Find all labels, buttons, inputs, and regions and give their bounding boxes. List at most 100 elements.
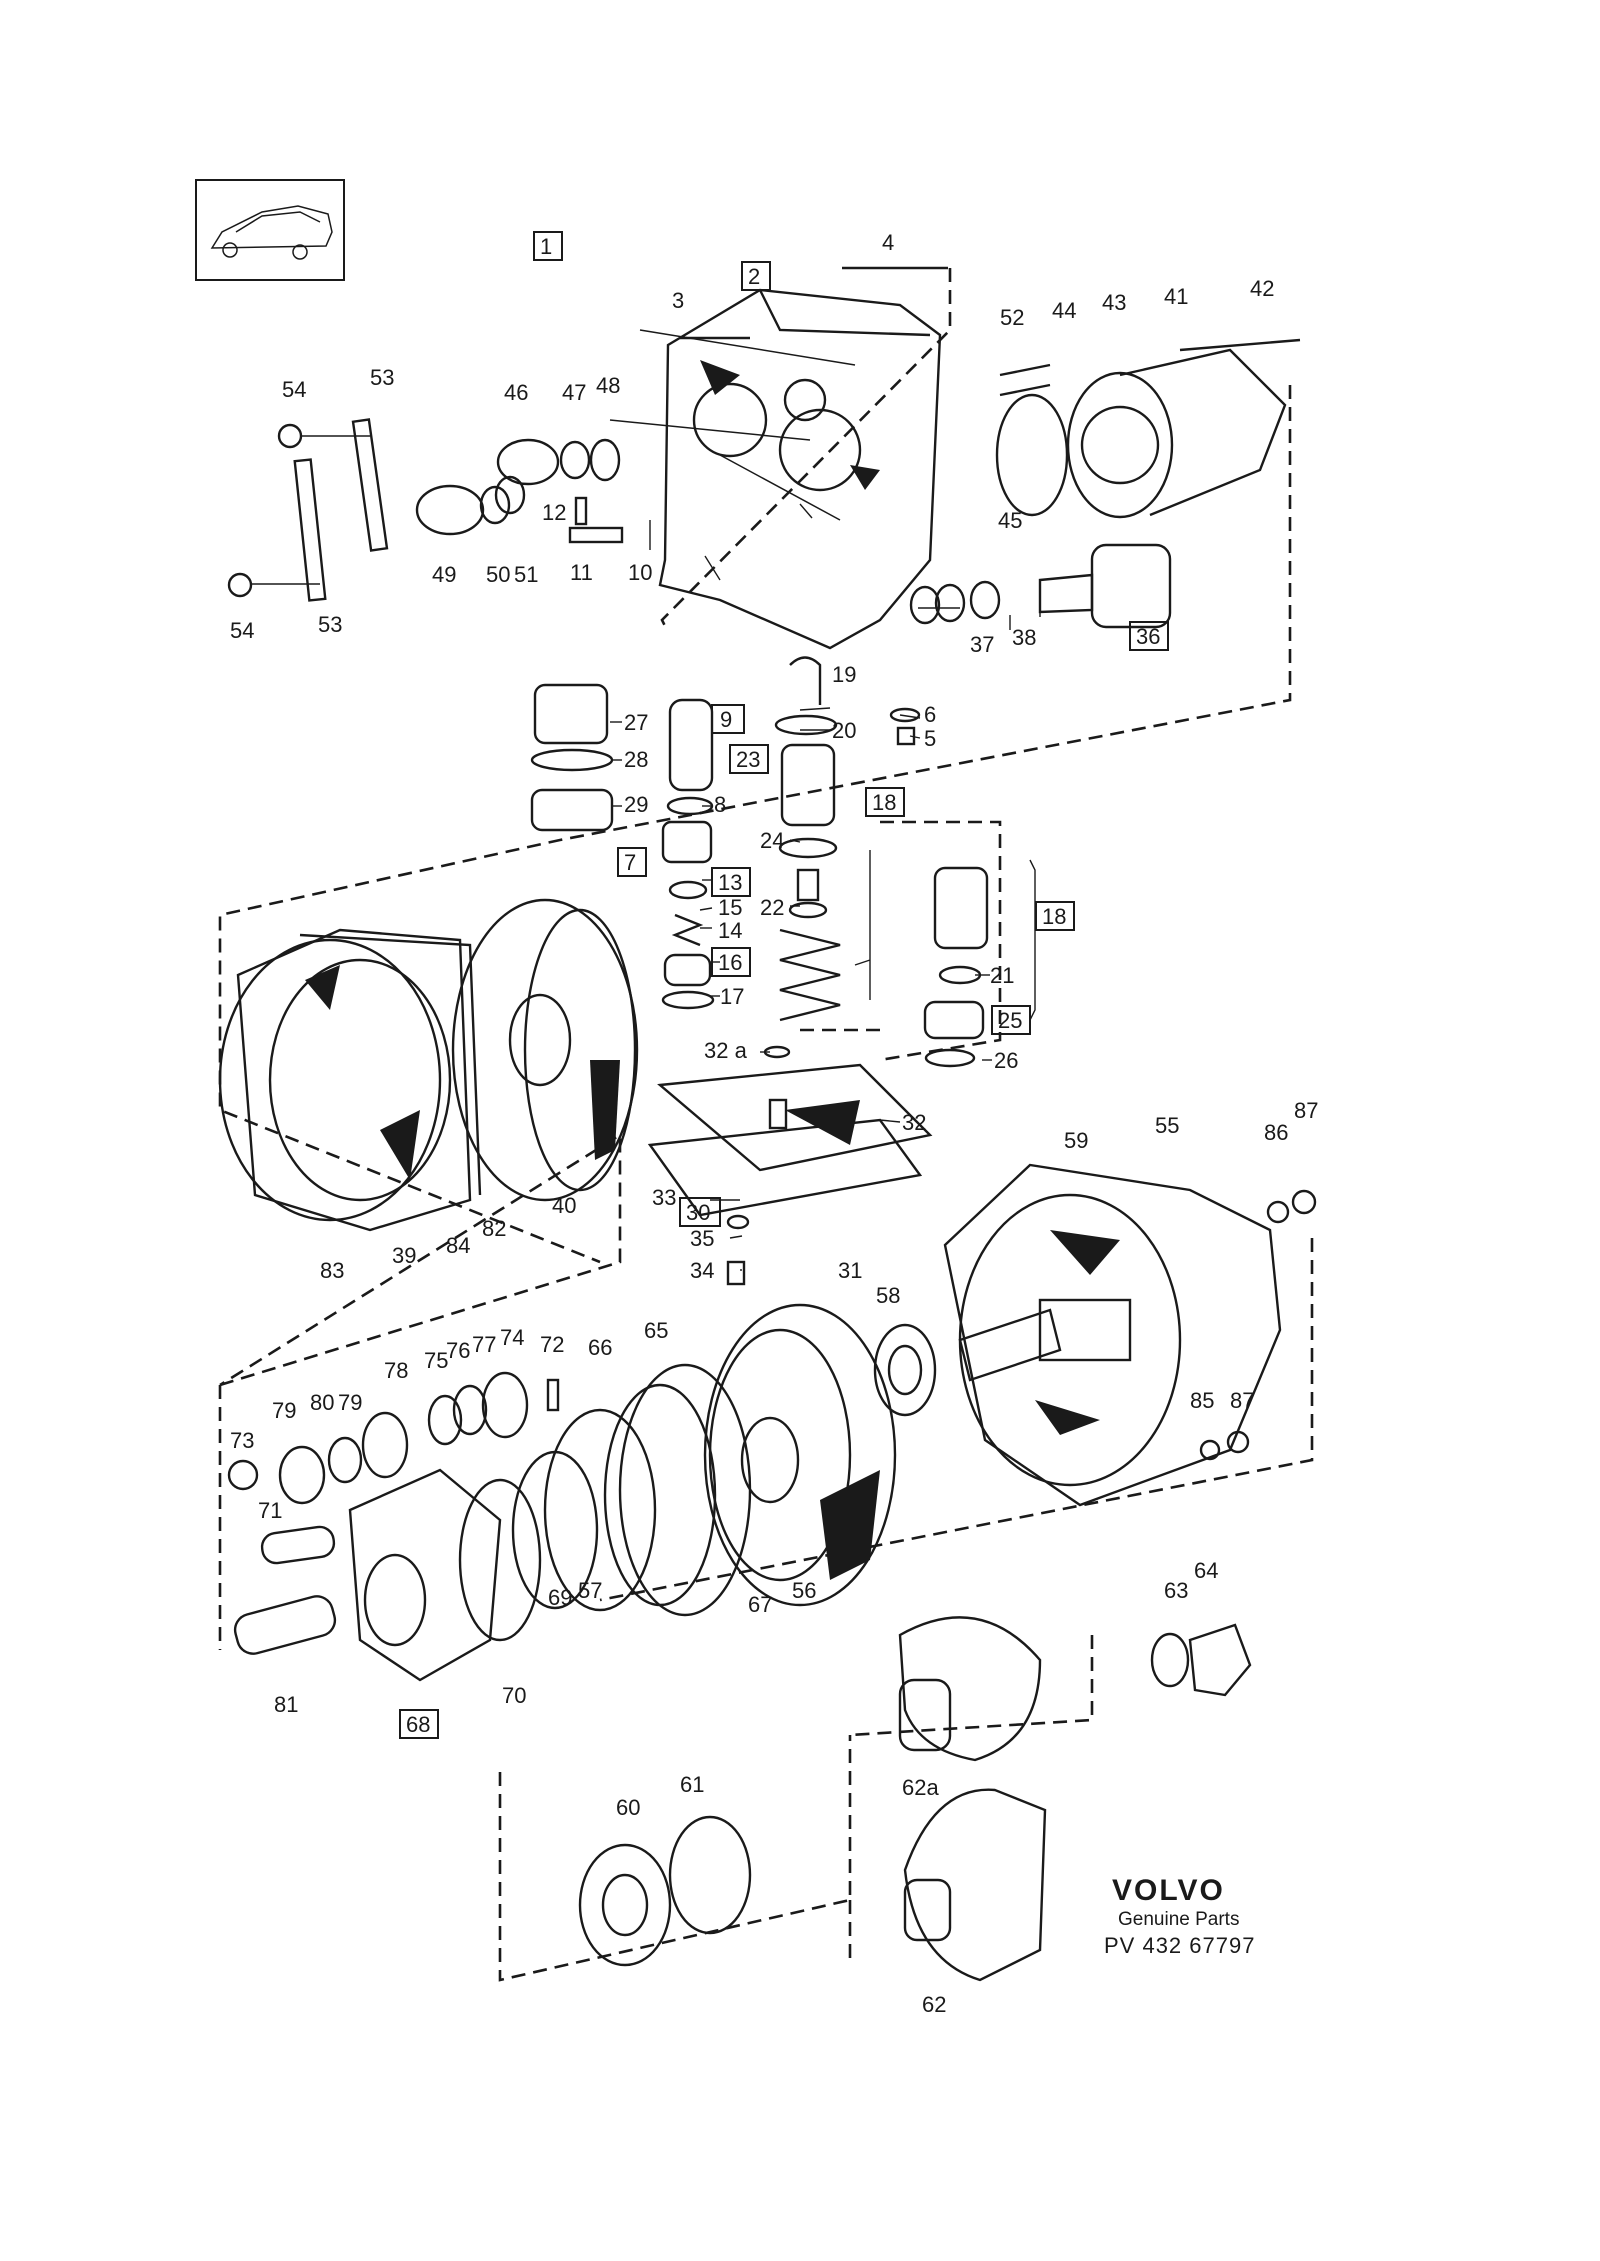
part-label: 85: [1190, 1388, 1214, 1413]
valve-9: [668, 698, 714, 792]
part-label: 62: [922, 1992, 946, 2017]
part-label: 38: [1012, 625, 1036, 650]
drum-40: [451, 898, 639, 1202]
part-label: 46: [504, 380, 528, 405]
part-label: 48: [596, 373, 620, 398]
part-label: 20: [832, 718, 856, 743]
part-label: 76: [446, 1338, 470, 1363]
part-label: 22: [760, 895, 784, 920]
part-label: 84: [446, 1233, 470, 1258]
part-label: 18: [872, 790, 896, 815]
part-label: 24: [760, 828, 784, 853]
brand-reference: PV 432 67797: [1104, 1933, 1255, 1958]
part-label: 47: [562, 380, 586, 405]
part-label: 25: [998, 1008, 1022, 1033]
car-side-icon: [210, 205, 333, 260]
part-label: 55: [1155, 1113, 1179, 1138]
part-label: 28: [624, 747, 648, 772]
part-label: 11: [570, 560, 593, 585]
gasket-31: [647, 1118, 923, 1217]
piston-49: [415, 484, 485, 536]
part-label: 32: [902, 1110, 926, 1135]
part-label: 83: [320, 1258, 344, 1283]
part-label: 31: [838, 1258, 862, 1283]
part-label: 30: [686, 1200, 710, 1225]
part-label: 14: [718, 918, 742, 943]
part-label: 27: [624, 710, 648, 735]
part-label: 10: [628, 560, 652, 585]
piston-46: [496, 438, 560, 486]
part-label: 40: [552, 1193, 576, 1218]
servo-41: [1066, 371, 1174, 519]
leader-lines: [610, 503, 1041, 1271]
part-label: 5: [924, 726, 936, 751]
bracket-53-top: [351, 418, 389, 552]
part-label: 60: [616, 1795, 640, 1820]
bracket-53-bottom: [293, 458, 327, 602]
valve-23: [780, 743, 836, 827]
brand-block: VOLVO Genuine Parts PV 432 67797: [1104, 1874, 1255, 1958]
part-label: 23: [736, 747, 760, 772]
part-label: 64: [1194, 1558, 1218, 1583]
valve-18: [933, 866, 989, 950]
part-label: 54: [230, 618, 254, 643]
oil-pan-32: [657, 1063, 933, 1172]
part-label: 58: [876, 1283, 900, 1308]
part-label: 79: [338, 1390, 362, 1415]
part-label: 4: [882, 230, 894, 255]
brand-name: VOLVO: [1112, 1874, 1225, 1907]
part-label: 9: [720, 707, 732, 732]
part-label: 39: [392, 1243, 416, 1268]
part-label: 6: [924, 702, 936, 727]
part-label: 26: [994, 1048, 1018, 1073]
part-label: 67: [748, 1592, 772, 1617]
part-label: 42: [1250, 276, 1274, 301]
part-label: 13: [718, 870, 742, 895]
part-label: 49: [432, 562, 456, 587]
flange-62a: [898, 1616, 1042, 1762]
part-label: 2: [748, 264, 760, 289]
part-label: 8: [714, 792, 726, 817]
part-label: 41: [1164, 284, 1188, 309]
part-label: 79: [272, 1398, 296, 1423]
part-label: 87: [1294, 1098, 1318, 1123]
part-label: 50: [486, 562, 510, 587]
part-label: 53: [370, 365, 394, 390]
main-housing: [609, 288, 942, 650]
part-label: 18: [1042, 904, 1066, 929]
part-label: 36: [1136, 624, 1160, 649]
part-label: 87: [1230, 1388, 1254, 1413]
part-label: 70: [502, 1683, 526, 1708]
part-label: 86: [1264, 1120, 1288, 1145]
part-label: 52: [1000, 305, 1024, 330]
seal-61: [668, 1815, 752, 1935]
flange-62: [903, 1788, 1047, 1982]
part-drawings: [218, 266, 1317, 1982]
part-label: 7: [624, 850, 636, 875]
part-label: 33: [652, 1185, 676, 1210]
part-label: 19: [832, 662, 856, 687]
part-label: 69: [548, 1585, 572, 1610]
part-label: 51: [514, 562, 538, 587]
part-label: 32 a: [704, 1038, 748, 1063]
part-label: 81: [274, 1692, 298, 1717]
bearing-60: [578, 1843, 672, 1967]
bell-housing-83: [236, 928, 472, 1232]
part-label: 1: [540, 234, 552, 259]
part-label: 65: [644, 1318, 668, 1343]
part-label: 78: [384, 1358, 408, 1383]
part-label: 12: [542, 500, 566, 525]
car-thumbnail: [195, 179, 345, 281]
part-label: 74: [500, 1325, 524, 1350]
part-label: 57: [578, 1578, 602, 1603]
part-label: 15: [718, 895, 742, 920]
part-label: 59: [1064, 1128, 1088, 1153]
part-label: 37: [970, 632, 994, 657]
part-label: 54: [282, 377, 306, 402]
rear-housing-55: [943, 1163, 1282, 1507]
part-label: 17: [720, 984, 744, 1009]
part-label: 56: [792, 1578, 816, 1603]
shaft-81: [233, 1595, 337, 1655]
ring-29: [530, 788, 614, 832]
